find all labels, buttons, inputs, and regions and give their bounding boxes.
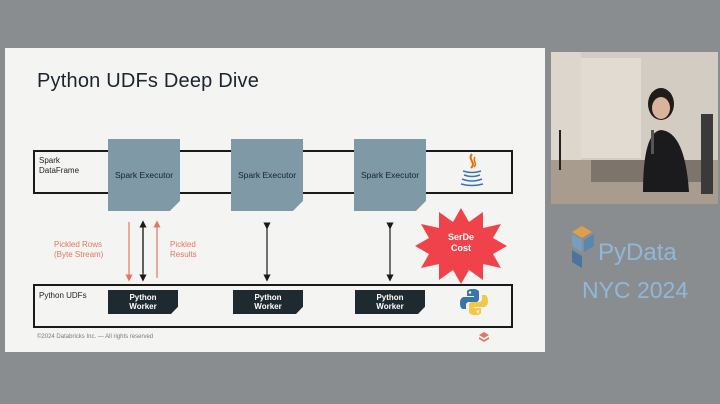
serde-burst-icon: [415, 208, 507, 284]
pickled-rows-label: Pickled Rows (Byte Stream): [54, 240, 104, 259]
arrows-layer: [125, 220, 394, 282]
python-worker-1: Python Worker: [108, 290, 178, 314]
speaker-image: [551, 52, 718, 204]
databricks-logo-icon: [479, 332, 489, 342]
pydata-city-year: NYC 2024: [582, 277, 688, 303]
serde-cost-label: SerDe Cost: [447, 232, 474, 253]
pydata-name: PyData: [598, 239, 677, 266]
python-worker-3: Python Worker: [355, 290, 425, 314]
spark-executor-2: Spark Executor: [231, 139, 303, 211]
spark-executor-1: Spark Executor: [108, 139, 180, 211]
spark-executor-label: Spark Executor: [360, 170, 420, 180]
pickled-results-label: Pickled Results: [170, 240, 197, 259]
python-logo-icon: [460, 289, 488, 315]
python-worker-2: Python Worker: [233, 290, 303, 314]
spark-dataframe-label: Spark DataFrame: [39, 156, 80, 175]
spark-executor-label: Spark Executor: [237, 170, 297, 180]
spark-executor-3: Spark Executor: [354, 139, 426, 211]
spark-executor-label: Spark Executor: [114, 170, 174, 180]
slide-title: Python UDFs Deep Dive: [37, 70, 260, 92]
slide-footer: ©2024 Databricks Inc. — All rights reser…: [37, 334, 154, 340]
java-logo-icon: [460, 153, 484, 187]
pydata-logo: PyData NYC 2024: [572, 226, 688, 303]
presentation-slide: Python UDFs Deep Dive Spark DataFrame Py…: [5, 48, 545, 352]
speaker-camera-feed: [551, 52, 718, 204]
python-udfs-label: Python UDFs: [39, 291, 87, 300]
